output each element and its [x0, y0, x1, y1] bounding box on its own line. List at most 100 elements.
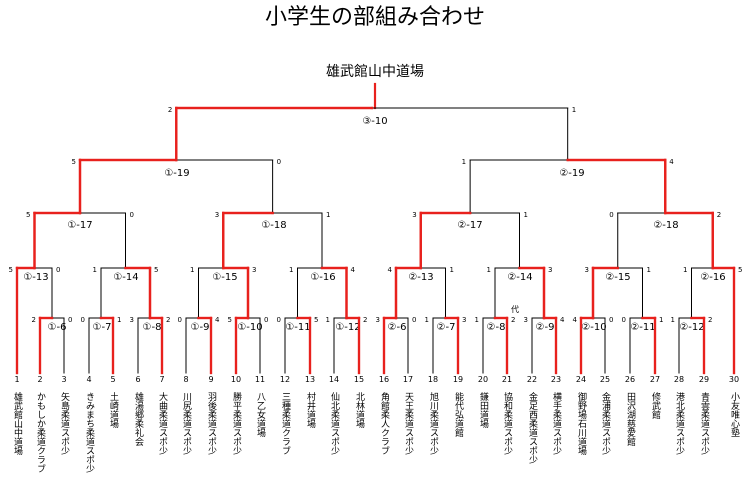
match-score: 3: [462, 316, 466, 324]
match-score: 0: [412, 316, 416, 324]
match-score: 5: [738, 266, 742, 274]
team-number: 27: [650, 375, 660, 384]
match-score: 0: [277, 158, 281, 166]
team-number: 9: [208, 375, 213, 384]
match-score: 0: [264, 316, 268, 324]
match-score: 1: [117, 316, 121, 324]
match-label: ①-19: [164, 168, 189, 179]
match-score: 0: [68, 316, 72, 324]
team-number: 17: [403, 375, 413, 384]
team-number: 15: [354, 375, 364, 384]
match-score: 5: [26, 211, 30, 219]
match-score: 3: [130, 316, 134, 324]
match-score: 3: [585, 266, 589, 274]
champion-name: 雄武館山中道場: [326, 63, 424, 80]
team-number: 22: [527, 375, 537, 384]
team-name: 港北柔道スポ少: [674, 391, 685, 455]
team-name: 修武館: [650, 391, 661, 420]
match-score: 0: [277, 316, 281, 324]
match-score: 4: [560, 316, 565, 324]
team-name: 青雲柔道スポ少: [699, 391, 710, 455]
match-score: 1: [647, 266, 651, 274]
match-score: 1: [326, 316, 330, 324]
team-number: 14: [329, 375, 339, 384]
match-label: ②-14: [507, 272, 532, 283]
team-name: 金足西柔道スポ少: [527, 391, 538, 464]
match-label: ②-13: [408, 272, 433, 283]
match-score: 1: [572, 106, 576, 114]
team-number: 28: [674, 375, 684, 384]
match-score: 1: [487, 266, 491, 274]
match-label: ①-12: [335, 322, 360, 333]
team-name: 旭川柔道スポ少: [428, 391, 439, 455]
match-score: 1: [683, 266, 687, 274]
match-score: 3: [524, 316, 528, 324]
match-score: 3: [252, 266, 256, 274]
team-name: 田沢湖慈愛館: [625, 392, 636, 447]
team-name: 横手柔道スポ少: [551, 391, 562, 455]
match-label: ②-15: [605, 272, 630, 283]
match-label: ②-16: [700, 272, 725, 283]
team-number: 11: [255, 375, 265, 384]
match-label: ②-17: [457, 220, 482, 231]
team-name: 村井道場: [305, 391, 316, 429]
match-label: ②-18: [653, 220, 678, 231]
match-label: ②-9: [536, 322, 555, 333]
match-score: 4: [351, 266, 356, 274]
match-label: ②-12: [679, 322, 704, 333]
match-score: 2: [363, 316, 367, 324]
match-score: 1: [475, 316, 479, 324]
team-number: 26: [625, 375, 635, 384]
team-name: 金浦柔道スポ少: [600, 391, 611, 455]
match-label: ①-9: [191, 322, 210, 333]
match-label: ①-13: [23, 272, 48, 283]
match-score: 2: [708, 316, 712, 324]
match-label: ②-6: [388, 322, 407, 333]
match-score: 0: [81, 316, 85, 324]
team-name: 御野場石川道場: [576, 391, 587, 456]
match-label: ①-16: [310, 272, 335, 283]
team-number: 30: [729, 375, 739, 384]
team-name: かもしか柔道クラブ: [35, 392, 46, 473]
match-score: 2: [32, 316, 36, 324]
team-number: 7: [159, 375, 164, 384]
match-label: ①-6: [48, 322, 67, 333]
team-name: 能代弘道館: [453, 391, 464, 438]
team-name: きみまち柔道スポ少: [84, 392, 95, 473]
match-score: 3: [548, 266, 552, 274]
team-name: 仙北柔道スポ少: [329, 391, 340, 455]
page-title: 小学生の部組み合わせ: [265, 5, 485, 30]
team-name: 三種柔道クラブ: [280, 392, 291, 455]
team-number: 19: [453, 375, 463, 384]
team-number: 13: [305, 375, 315, 384]
team-number: 5: [110, 375, 115, 384]
match-label: ①-11: [285, 322, 310, 333]
match-score: 1: [190, 266, 194, 274]
match-score: 5: [9, 266, 13, 274]
match-score: 3: [412, 211, 416, 219]
team-name: 鎌田道場: [478, 391, 489, 429]
match-score: 1: [93, 266, 97, 274]
match-score: 0: [178, 316, 182, 324]
match-score: 5: [228, 316, 232, 324]
match-label: ②-8: [487, 322, 506, 333]
match-label: ②-19: [559, 168, 584, 179]
team-number: 6: [135, 375, 140, 384]
team-name: 矢島柔道スポ少: [59, 391, 70, 455]
match-score: 5: [154, 266, 158, 274]
team-number: 10: [231, 375, 241, 384]
team-name: 角館柔人クラブ: [379, 391, 390, 455]
team-name: 協和柔道スポ少: [502, 391, 513, 455]
match-score: 1: [425, 316, 429, 324]
substitute-note: 代: [511, 304, 519, 314]
team-name: 勝平柔道スポ少: [231, 391, 242, 455]
match-score: 5: [314, 316, 318, 324]
team-number: 3: [61, 375, 66, 384]
match-label: ①-10: [237, 322, 262, 333]
team-number: 2: [37, 375, 42, 384]
match-label: ①-18: [261, 220, 286, 231]
team-name: 土崎道場: [108, 391, 119, 429]
team-name: 小友唯心塾: [729, 392, 740, 437]
match-score: 1: [450, 266, 454, 274]
